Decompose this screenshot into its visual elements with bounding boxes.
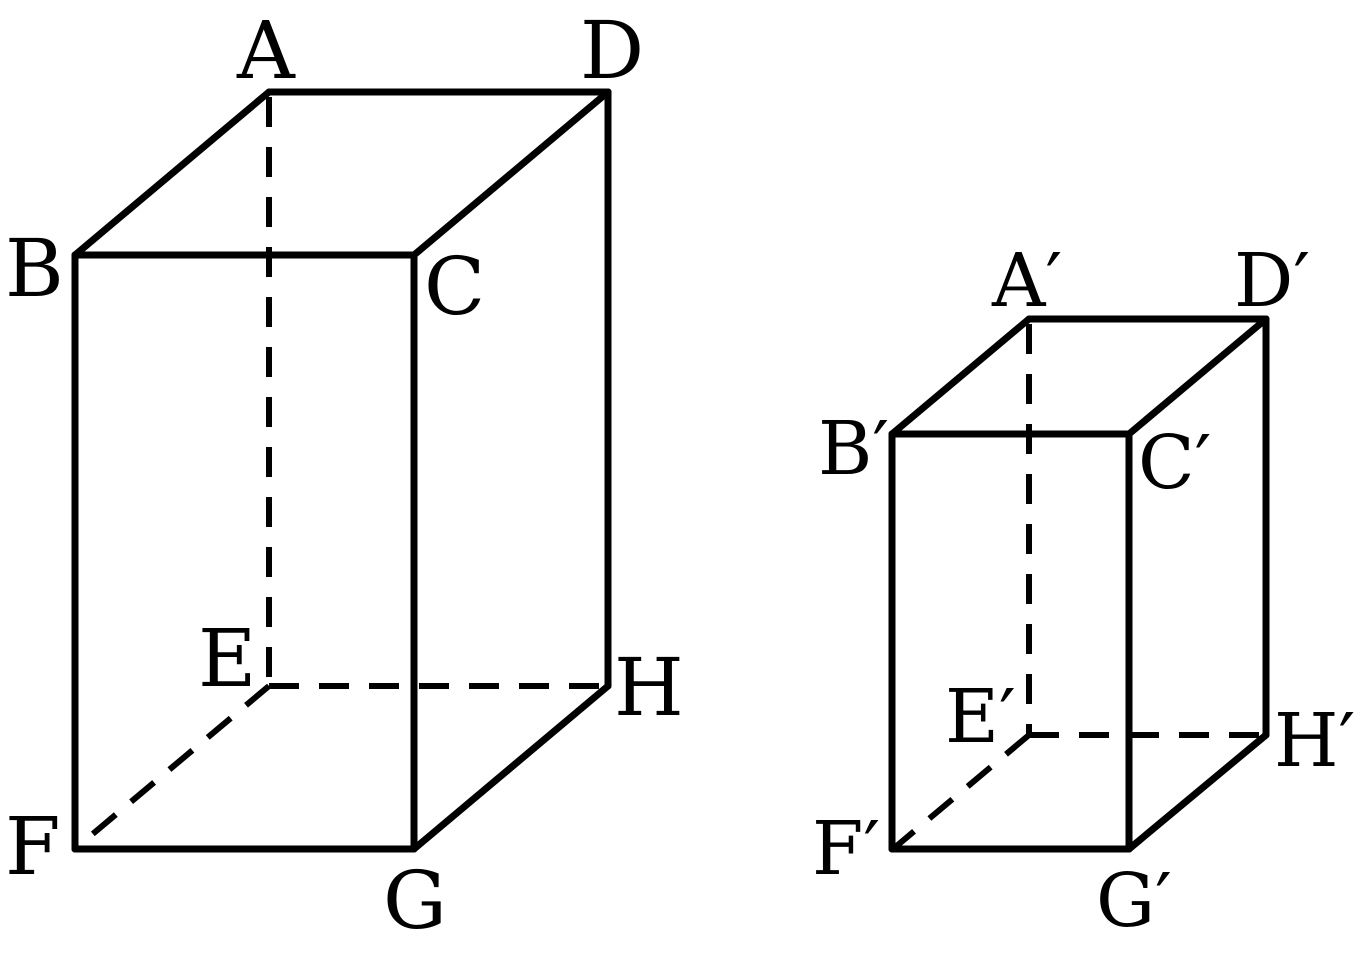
large-vertex-label-f: F (5, 800, 61, 893)
large-vertex-label-b: B (5, 222, 64, 315)
small-edge-a-b (888, 315, 1033, 438)
large-vertex-label-e: E (198, 612, 256, 705)
small-vertex-label-b: B′ (818, 406, 889, 492)
small-vertex-label-e: E′ (945, 674, 1016, 760)
large-edge-a-b (71, 88, 273, 259)
small-vertex-label-c: C′ (1138, 420, 1211, 506)
small-vertex-label-g: G′ (1096, 858, 1172, 944)
large-prism: A D B C E H F G (5, 4, 684, 947)
small-vertex-label-f: F′ (812, 806, 880, 892)
large-vertex-label-c: C (424, 240, 485, 333)
large-edge-d-c (410, 88, 612, 259)
small-vertex-label-h: H′ (1274, 698, 1355, 784)
large-vertex-label-d: D (580, 4, 644, 97)
large-vertex-label-a: A (236, 4, 296, 97)
small-prism: A′ D′ B′ C′ E′ H′ F′ G′ (812, 238, 1355, 944)
large-edge-e-f (74, 683, 271, 851)
small-edge-g-h (1125, 731, 1270, 853)
small-edge-d-c (1125, 315, 1270, 438)
small-vertex-label-d: D′ (1234, 238, 1310, 324)
small-edge-e-f (891, 732, 1031, 852)
large-vertex-label-g: G (383, 854, 447, 947)
large-vertex-label-h: H (614, 641, 684, 734)
small-vertex-label-a: A′ (991, 238, 1062, 324)
large-edge-g-h (410, 682, 612, 853)
